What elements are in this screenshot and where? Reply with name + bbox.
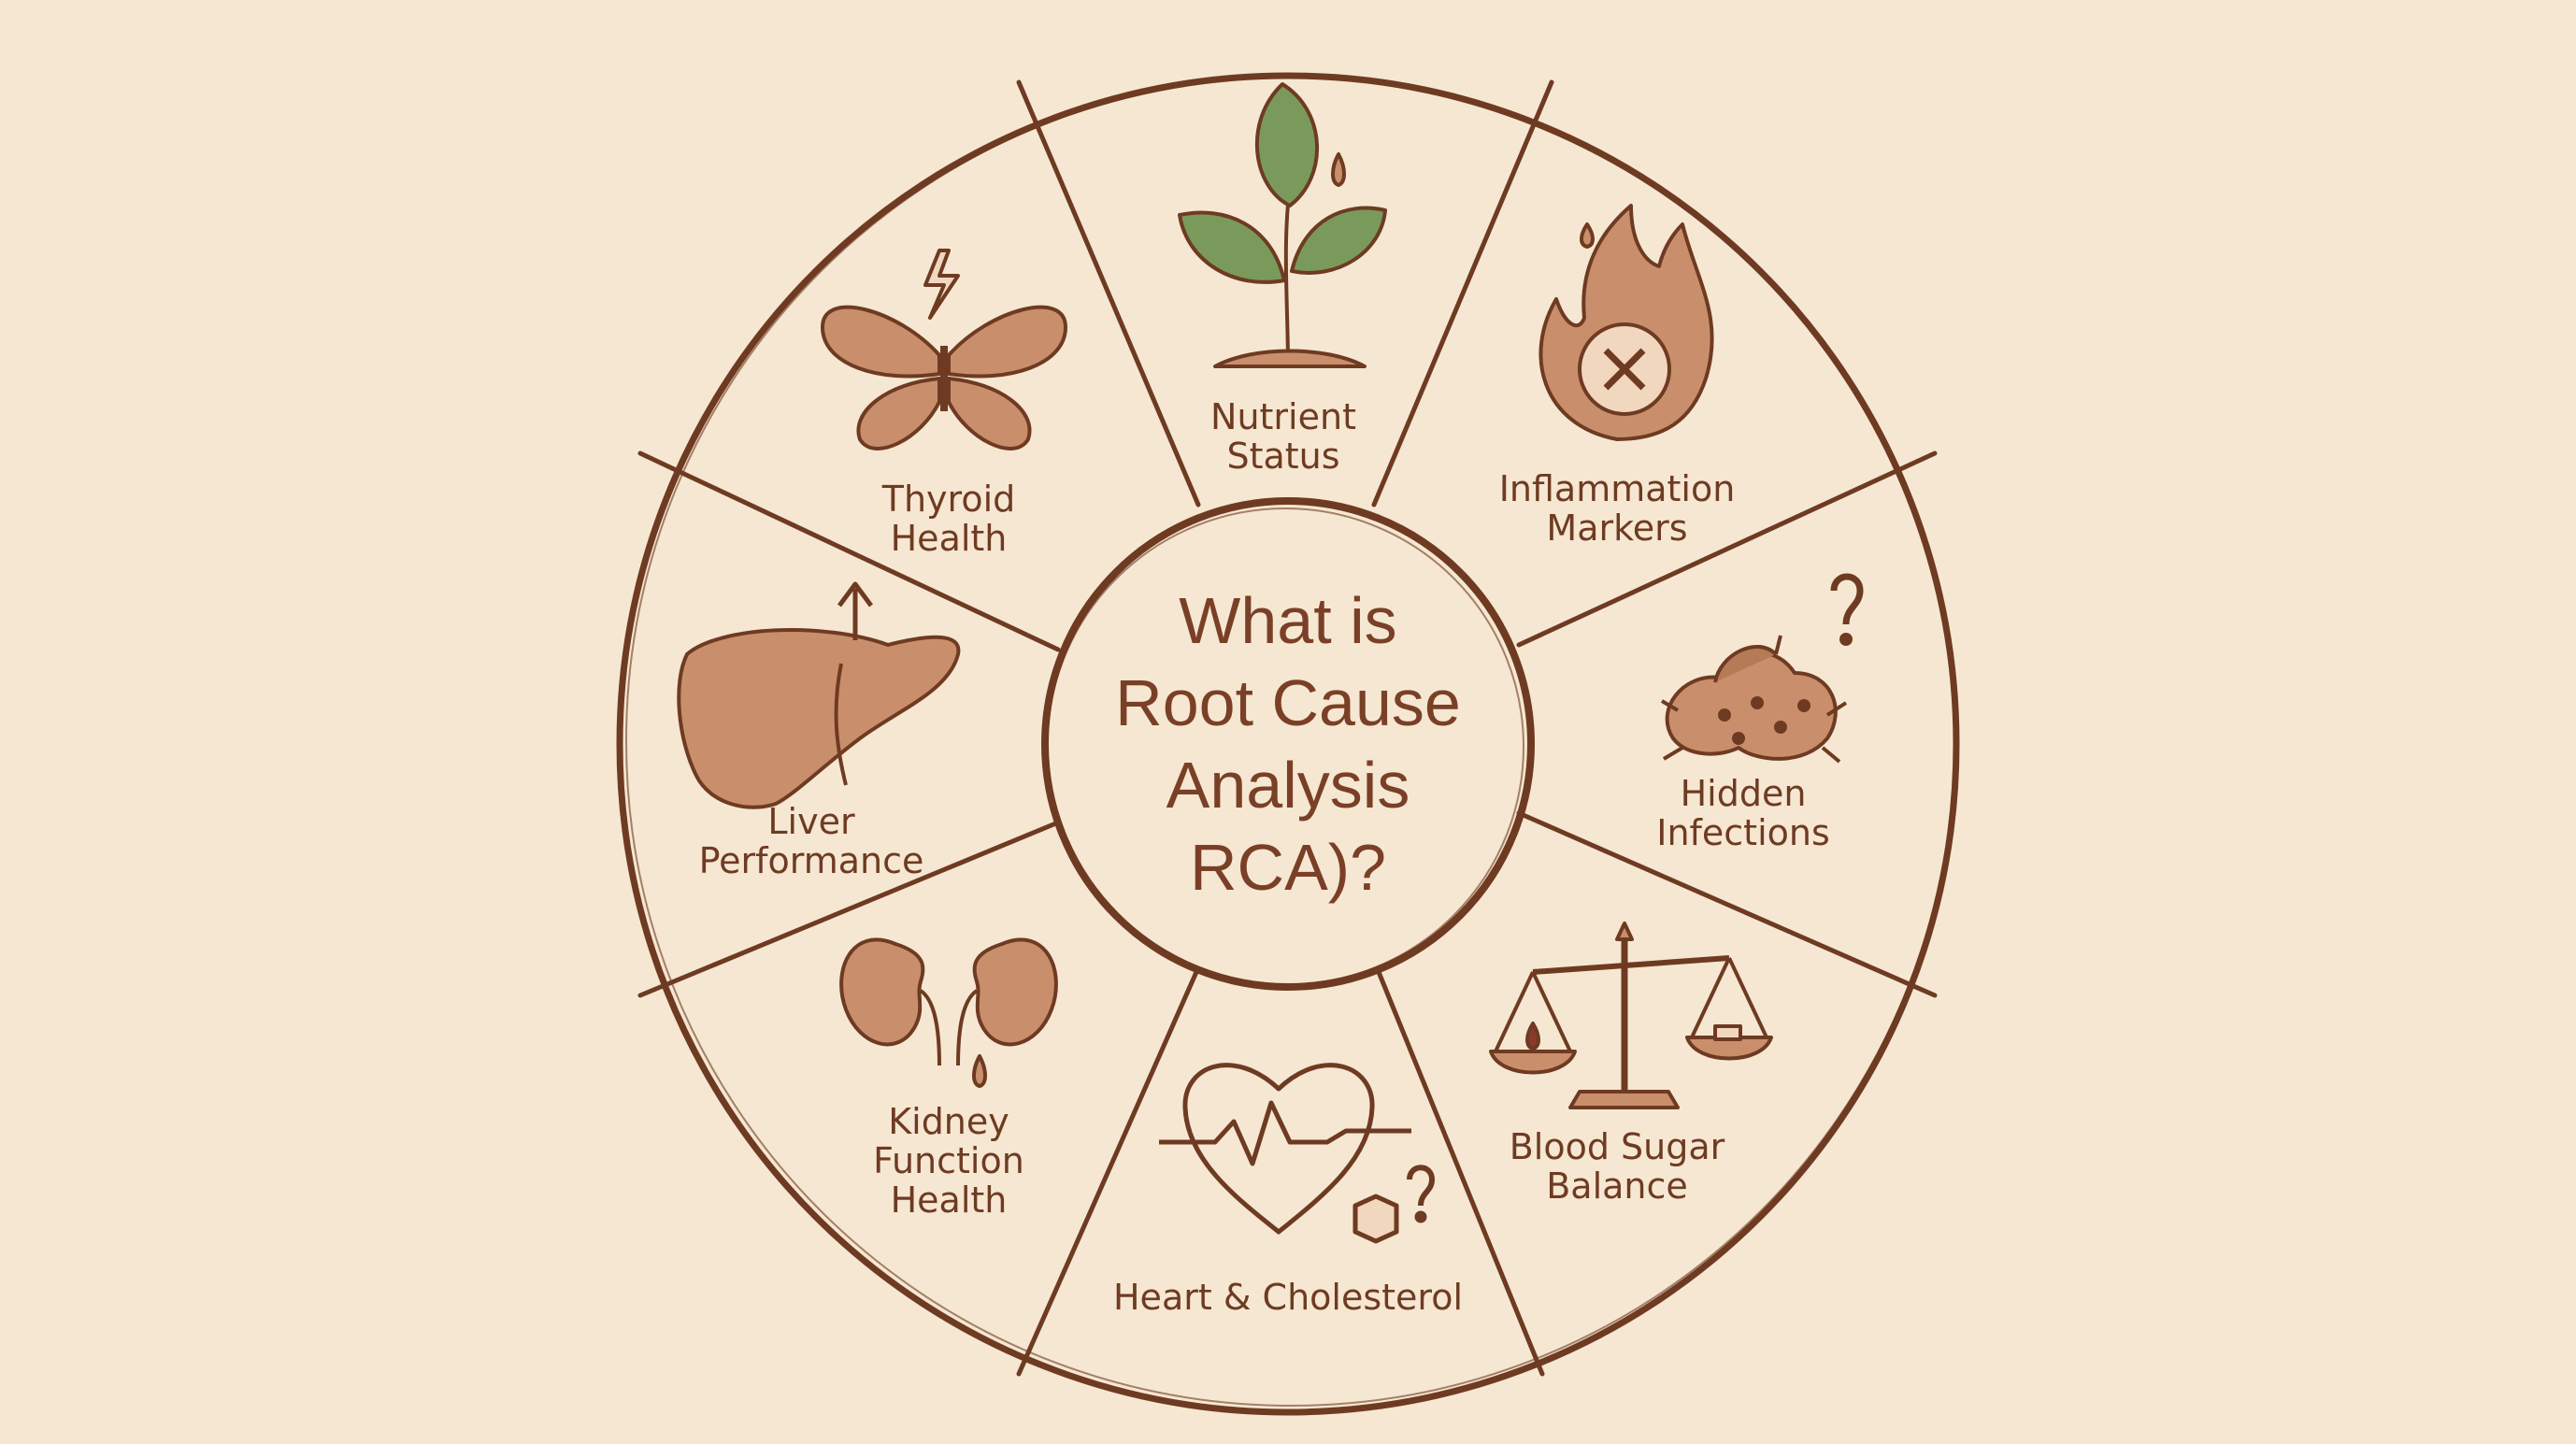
kidney-icon xyxy=(841,939,1056,1086)
center-title: What is Root Cause Analysis RCA)? xyxy=(1082,579,1494,908)
label-heart-cholesterol: Heart & Cholesterol xyxy=(1113,1278,1463,1317)
sprout-icon xyxy=(1180,84,1385,366)
liver-icon xyxy=(679,584,958,808)
flame-icon xyxy=(1540,206,1711,439)
butterfly-icon xyxy=(823,250,1066,449)
heart-icon xyxy=(1159,1065,1432,1241)
microbe-icon xyxy=(1662,577,1860,762)
scale-icon xyxy=(1491,923,1771,1108)
